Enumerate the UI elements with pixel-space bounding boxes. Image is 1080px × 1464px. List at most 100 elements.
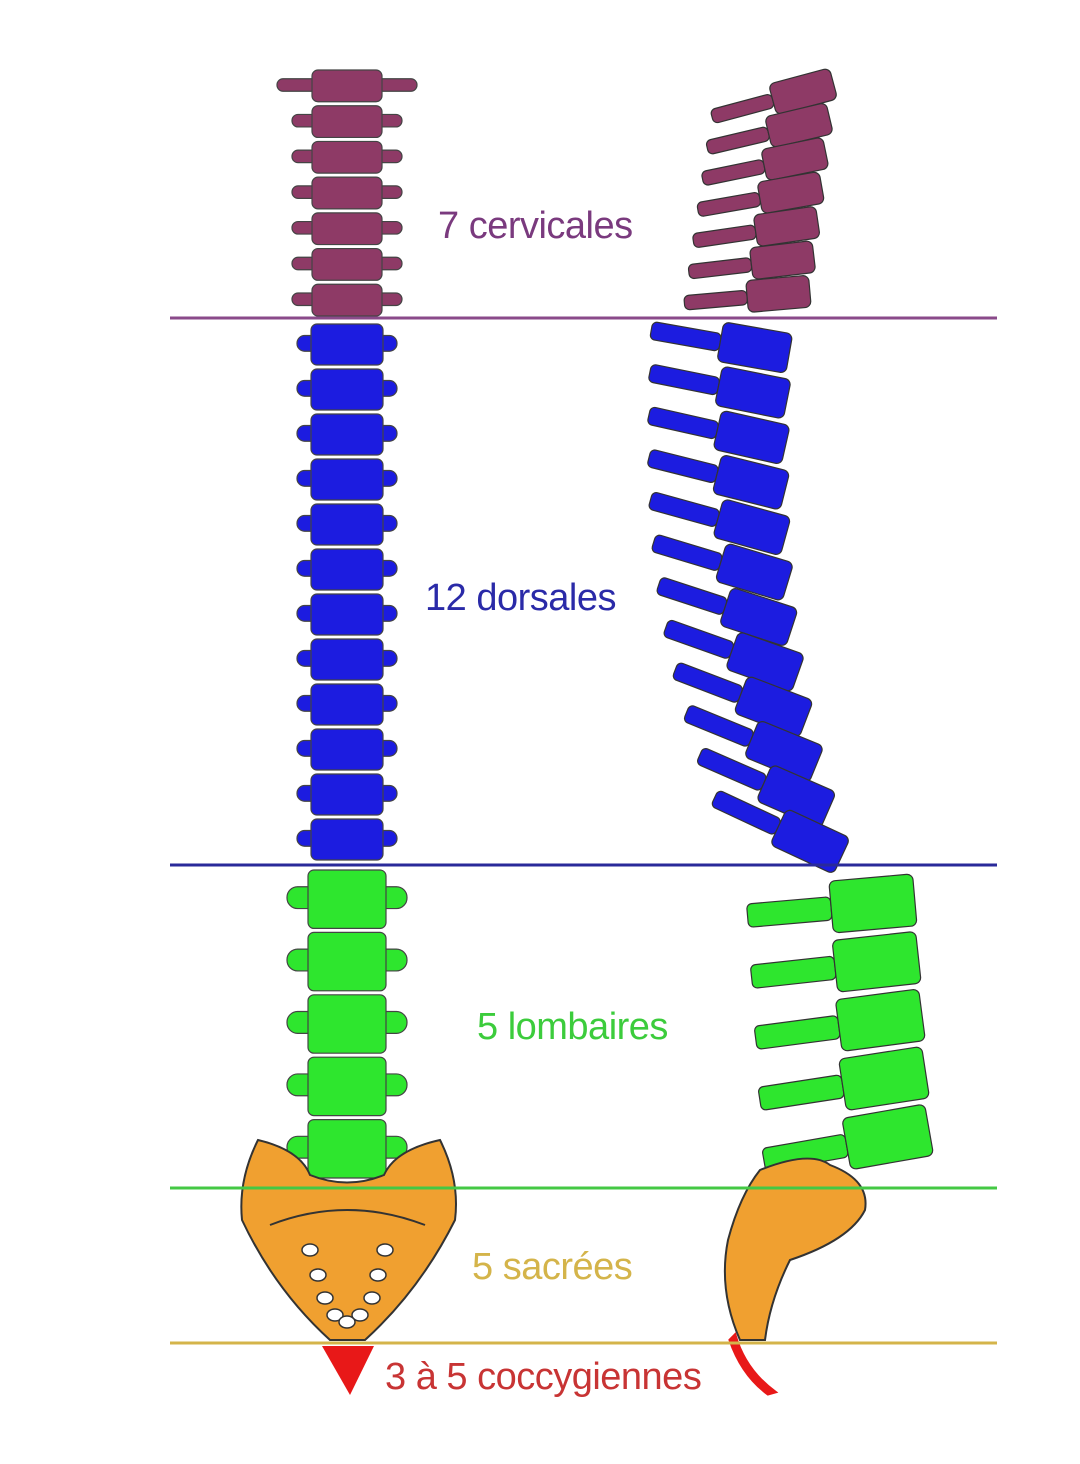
sacral-foramen <box>376 1243 394 1257</box>
sacrum <box>240 1138 457 1341</box>
dorsal-vertebra <box>711 790 849 873</box>
dorsal-vertebra <box>296 413 398 456</box>
dorsal-vertebra <box>296 818 398 861</box>
dorsal-vertebra <box>647 449 790 510</box>
lumbar-vertebra <box>750 931 922 993</box>
vertebral-body <box>310 458 384 501</box>
dorsal-vertebra <box>683 705 823 783</box>
spinous-process <box>649 321 722 352</box>
dorsal-vertebra <box>648 364 791 419</box>
vertebral-body <box>310 773 384 816</box>
cervical-vertebra <box>291 247 403 281</box>
vertebral-body <box>307 994 387 1054</box>
dorsal-vertebra <box>296 548 398 591</box>
side-view-spine <box>647 68 934 1396</box>
dorsal-vertebra <box>296 368 398 411</box>
vertebral-body <box>311 176 383 210</box>
sacral-foramen <box>363 1291 381 1305</box>
vertebral-body <box>307 1118 387 1179</box>
spinous-process <box>648 364 720 396</box>
vertebral-body <box>715 543 793 601</box>
dorsal-vertebra <box>697 748 836 828</box>
label-dorsal: 12 dorsales <box>425 577 616 619</box>
dorsal-vertebra <box>296 638 398 681</box>
cervical-vertebra <box>701 137 829 186</box>
vertebral-body <box>310 638 384 681</box>
cervical-vertebra <box>276 69 418 103</box>
spinous-process <box>750 955 837 989</box>
lumbar-vertebra <box>286 869 408 930</box>
dorsal-vertebra <box>296 503 398 546</box>
spinous-process <box>705 126 770 155</box>
vertebral-body <box>310 413 384 456</box>
vertebral-body <box>311 69 383 103</box>
vertebral-body <box>311 247 383 281</box>
vertebral-body <box>310 683 384 726</box>
spinous-process <box>651 534 723 571</box>
spinous-process <box>692 224 757 248</box>
cervical-vertebra <box>692 206 820 248</box>
vertebral-body <box>310 503 384 546</box>
dorsal-vertebra <box>663 619 804 692</box>
label-cervical: 7 cervicales <box>438 205 633 247</box>
vertebral-body <box>712 455 790 510</box>
vertebral-body <box>835 989 926 1052</box>
lumbar-vertebra <box>286 1118 408 1179</box>
lumbar-vertebra <box>286 1056 408 1117</box>
spinous-process <box>648 492 720 527</box>
vertebral-body <box>745 275 812 313</box>
vertebral-body <box>838 1046 930 1111</box>
dorsal-vertebra <box>296 683 398 726</box>
dorsal-vertebra <box>296 728 398 771</box>
dorsal-vertebra <box>296 593 398 636</box>
vertebral-body <box>715 366 791 419</box>
vertebral-body <box>311 283 383 317</box>
cervical-vertebra <box>291 176 403 210</box>
lumbar-vertebra <box>286 994 408 1054</box>
sacral-foramen <box>351 1308 369 1322</box>
vertebral-body <box>757 171 825 214</box>
cervical-vertebra <box>696 171 825 217</box>
vertebral-body <box>713 410 790 465</box>
sacrum-side <box>723 1157 867 1341</box>
label-lumbar: 5 lombaires <box>477 1006 668 1048</box>
spinous-process <box>647 449 719 483</box>
spinous-process <box>687 257 753 280</box>
spinous-process <box>754 1015 841 1050</box>
sacral-foramen <box>326 1308 344 1322</box>
cervical-vertebra <box>291 105 403 139</box>
vertebral-body <box>311 105 383 139</box>
cervical-vertebra <box>687 240 816 280</box>
dorsal-vertebra <box>296 458 398 501</box>
dorsal-vertebra <box>656 577 798 646</box>
spinous-process <box>696 192 761 217</box>
vertebral-body <box>832 931 922 993</box>
cervical-vertebra <box>705 103 833 155</box>
dorsal-vertebra <box>672 662 813 737</box>
sacral-foramen <box>301 1243 319 1257</box>
vertebral-body <box>310 323 384 366</box>
vertebral-body <box>310 818 384 861</box>
coccyx-side <box>728 1332 779 1396</box>
lumbar-vertebra <box>286 931 408 992</box>
vertebral-body <box>310 593 384 636</box>
vertebral-body <box>307 931 387 992</box>
spinous-process <box>683 290 748 311</box>
sacral-foramen <box>338 1315 356 1329</box>
lumbar-vertebra <box>758 1046 930 1111</box>
dorsal-vertebra <box>296 323 398 366</box>
label-sacral: 5 sacrées <box>472 1246 633 1288</box>
spinous-process <box>746 896 833 928</box>
dorsal-vertebra <box>296 773 398 816</box>
cervical-vertebra <box>291 283 403 317</box>
vertebral-body <box>828 873 918 934</box>
spinous-process <box>701 159 766 186</box>
dorsal-vertebra <box>651 534 793 601</box>
cervical-vertebra <box>710 68 837 124</box>
region-divider-lines <box>170 316 997 1345</box>
spinous-process <box>710 94 775 124</box>
sacrum-ridge <box>269 1209 426 1226</box>
coccyx <box>322 1346 374 1395</box>
vertebral-body <box>311 140 383 174</box>
vertebral-body <box>310 548 384 591</box>
